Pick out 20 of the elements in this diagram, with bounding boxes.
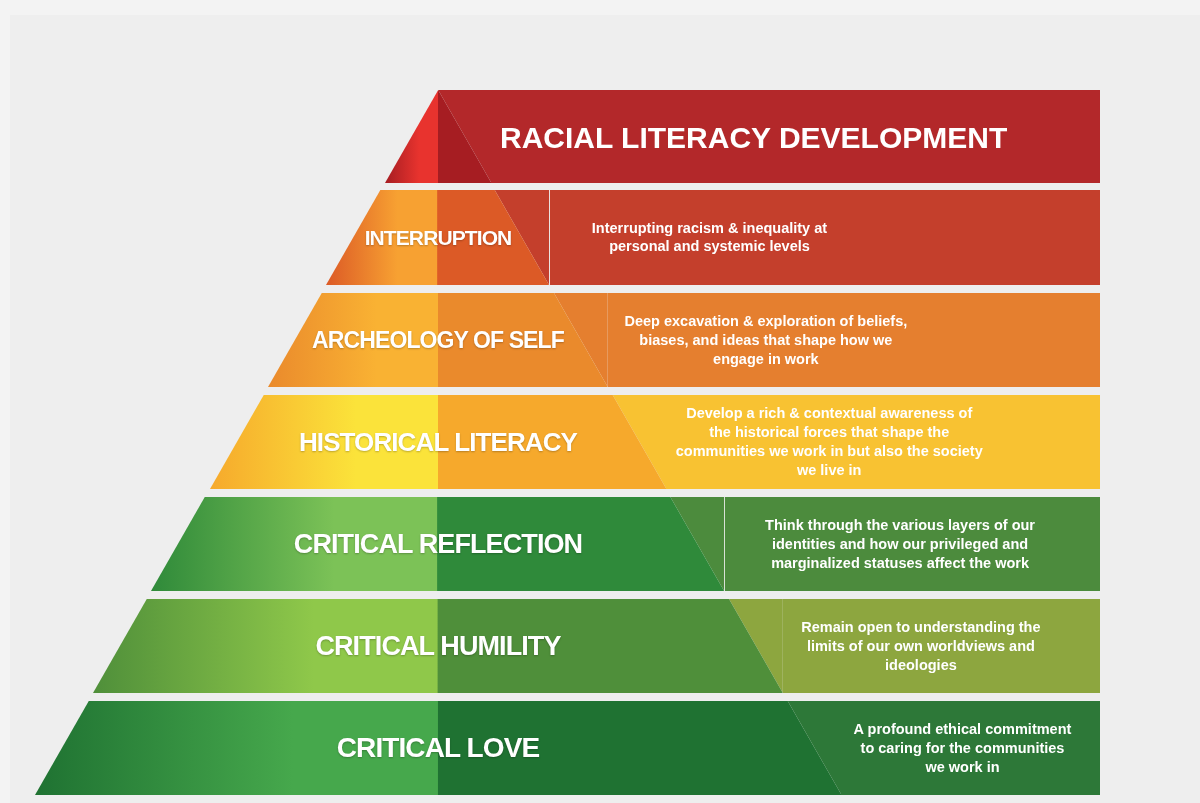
tier-label: INTERRUPTION — [364, 225, 512, 250]
band-description: Develop a rich & contextual awareness of the historical forces that shape the communities we work in but also the society we live in — [674, 404, 984, 480]
pyramid-tier — [268, 293, 608, 387]
pyramid-apex — [384, 90, 492, 183]
tier-label: CRITICAL REFLECTION — [293, 528, 583, 560]
band-description: Remain open to understanding the limits of our own worldviews and ideologies — [800, 617, 1042, 675]
band-description: Think through the various layers of our identities and how our privileged and marginalized statuses affect the work — [764, 515, 1036, 573]
tier-label: ARCHEOLOGY OF SELF — [312, 326, 564, 354]
tier-label: CRITICAL HUMILITY — [315, 630, 561, 662]
band-title: RACIAL LITERACY DEVELOPMENT — [500, 120, 1009, 153]
pyramid-tier — [326, 190, 550, 285]
pyramid-tier — [93, 599, 783, 693]
band-description: Deep excavation & exploration of beliefs, biases, and ideas that shape how we engage in work — [623, 311, 909, 369]
tier-label: CRITICAL LOVE — [336, 732, 540, 764]
band-description: A profound ethical commitment to caring for the communities we work in — [852, 719, 1073, 777]
pyramid-tier — [34, 701, 842, 795]
pyramid-tier — [209, 395, 667, 489]
tier-label: HISTORICAL LITERACY — [298, 426, 577, 458]
band-description: Interrupting racism & inequality at personal and systemic levels — [590, 218, 829, 257]
pyramid-tier — [151, 497, 725, 591]
